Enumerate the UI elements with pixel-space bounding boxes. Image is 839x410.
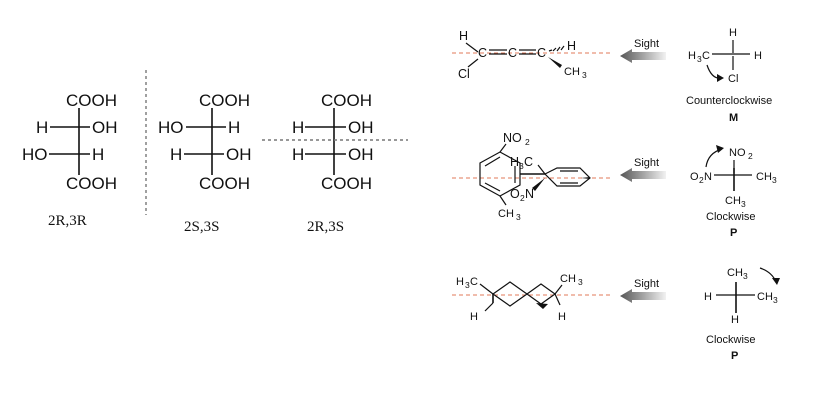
newman-allene: H H 3 C H Cl Counterclockwise M (686, 27, 772, 124)
isomer-label-1: 2R,3R (48, 213, 87, 229)
c3-h: H (292, 145, 304, 164)
svg-text:C: C (508, 46, 517, 60)
tartaric-2S3S: COOH HO H H OH COOH 2S,3S (158, 91, 252, 235)
svg-text:CH: CH (725, 195, 741, 207)
isomer-label-3: 2R,3S (307, 219, 344, 235)
svg-text:3: 3 (697, 54, 702, 64)
svg-text:3: 3 (519, 161, 524, 171)
svg-text:3: 3 (582, 70, 587, 80)
svg-text:3: 3 (465, 280, 470, 290)
c2-h: H (36, 118, 48, 137)
svg-text:H: H (731, 314, 739, 326)
svg-text:CH: CH (564, 66, 580, 78)
svg-text:P: P (731, 350, 738, 362)
svg-text:3: 3 (516, 212, 521, 222)
c3-ho: HO (22, 145, 48, 164)
svg-text:NO: NO (503, 131, 522, 145)
biphenyl-structure: NO 2 CH 3 H 3 C O 2 N (452, 131, 610, 222)
svg-text:H: H (456, 276, 464, 288)
c2-ho: HO (158, 118, 184, 137)
c2-oh: OH (348, 118, 374, 137)
sight-arrow-3: Sight (620, 278, 666, 303)
svg-text:O: O (510, 187, 520, 201)
svg-text:Cl: Cl (728, 73, 738, 85)
svg-text:O: O (690, 171, 699, 183)
svg-text:C: C (478, 46, 487, 60)
svg-text:NO: NO (729, 147, 746, 159)
newman-biphenyl: NO 2 O 2 N CH 3 CH 3 Clockwise P (690, 145, 777, 239)
top-cooh: COOH (321, 91, 372, 110)
svg-text:CH: CH (757, 291, 773, 303)
svg-text:CH: CH (727, 267, 743, 279)
c2-h: H (228, 118, 240, 137)
svg-text:2: 2 (748, 151, 753, 161)
svg-text:2: 2 (525, 137, 530, 147)
svg-text:C: C (702, 50, 710, 62)
sight-arrow-1: Sight (620, 38, 666, 63)
tartaric-2R3R: COOH H OH HO H COOH 2R,3R (22, 91, 118, 229)
svg-text:3: 3 (773, 295, 778, 305)
svg-text:3: 3 (772, 175, 777, 185)
svg-text:C: C (470, 276, 478, 288)
svg-text:Sight: Sight (634, 38, 659, 50)
svg-text:Sight: Sight (634, 157, 659, 169)
svg-text:Counterclockwise: Counterclockwise (686, 95, 772, 107)
allene-structure: H C Cl C C H CH 3 (452, 29, 610, 81)
svg-text:H: H (729, 27, 737, 39)
c3-h: H (170, 145, 182, 164)
c3-h: H (92, 145, 104, 164)
svg-text:H: H (704, 291, 712, 303)
bottom-cooh: COOH (321, 174, 372, 193)
bottom-cooh: COOH (199, 174, 250, 193)
c3-oh: OH (348, 145, 374, 164)
svg-text:CH: CH (498, 208, 514, 220)
svg-text:CH: CH (756, 171, 772, 183)
isomer-label-2: 2S,3S (184, 219, 219, 235)
newman-spiro: CH 3 H CH 3 H Clockwise P (704, 267, 780, 362)
svg-text:C: C (524, 155, 533, 169)
svg-text:H: H (510, 155, 519, 169)
svg-text:Clockwise: Clockwise (706, 334, 756, 346)
svg-text:3: 3 (743, 271, 748, 281)
svg-text:Sight: Sight (634, 278, 659, 290)
c2-oh: OH (92, 118, 118, 137)
spiro-structure: H 3 C H CH 3 H (452, 273, 610, 323)
svg-text:H: H (459, 29, 468, 43)
svg-text:M: M (729, 112, 738, 124)
svg-text:3: 3 (741, 199, 746, 209)
svg-text:P: P (730, 227, 737, 239)
svg-text:2: 2 (520, 193, 525, 203)
top-cooh: COOH (66, 91, 117, 110)
c3-oh: OH (226, 145, 252, 164)
svg-text:Clockwise: Clockwise (706, 211, 756, 223)
bottom-cooh: COOH (66, 174, 117, 193)
tartaric-2R3S: COOH H OH H OH COOH 2R,3S (292, 91, 374, 235)
svg-text:N: N (525, 187, 534, 201)
svg-text:C: C (537, 46, 546, 60)
c2-h: H (292, 118, 304, 137)
svg-text:N: N (704, 171, 712, 183)
svg-text:H: H (688, 50, 696, 62)
svg-text:2: 2 (699, 175, 704, 185)
svg-text:H: H (470, 311, 478, 323)
svg-text:H: H (567, 39, 576, 53)
svg-text:H: H (754, 50, 762, 62)
top-cooh: COOH (199, 91, 250, 110)
svg-text:CH: CH (560, 273, 576, 285)
svg-text:H: H (558, 311, 566, 323)
sight-arrow-2: Sight (620, 157, 666, 182)
svg-text:Cl: Cl (458, 67, 470, 81)
svg-text:3: 3 (578, 277, 583, 287)
